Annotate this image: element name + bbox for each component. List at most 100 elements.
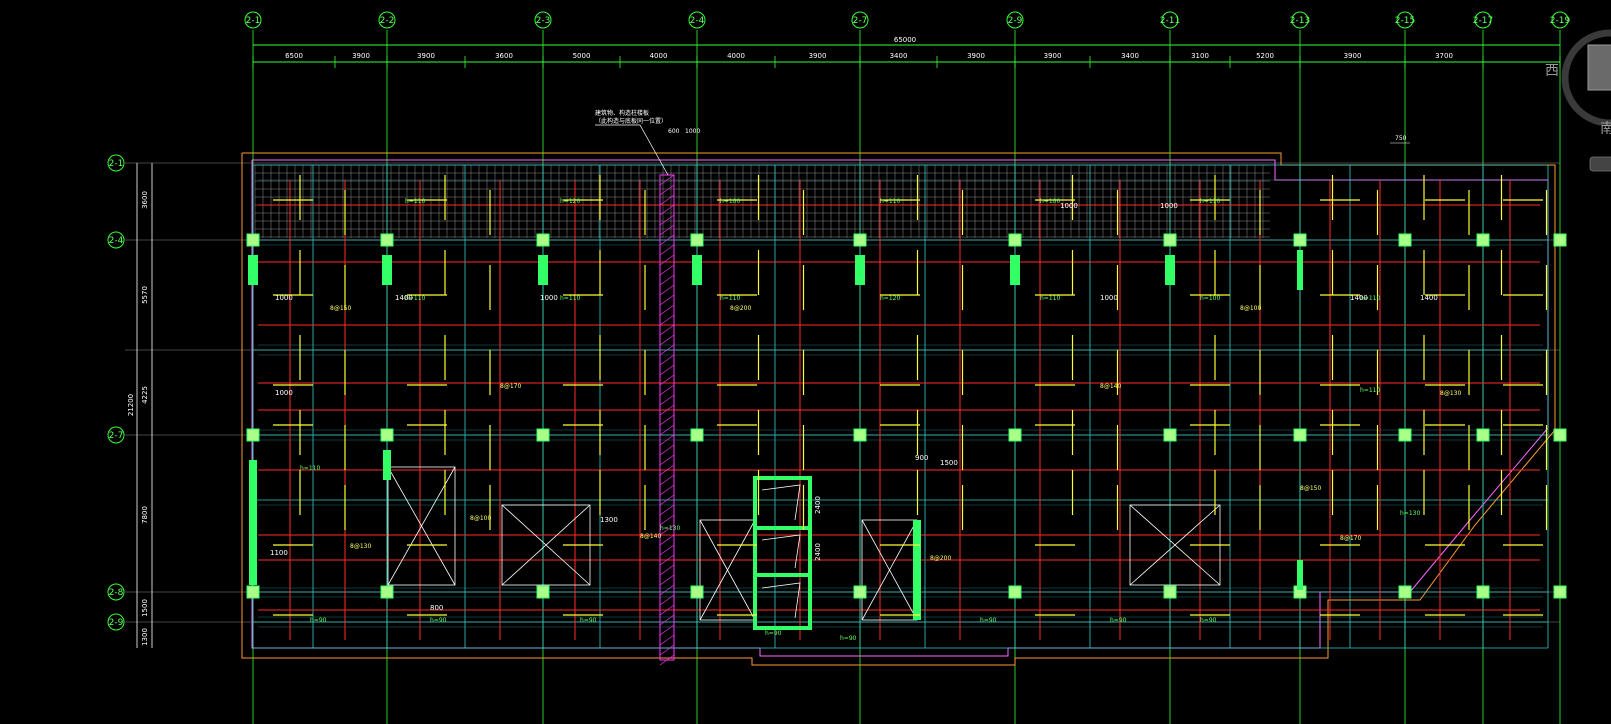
column	[1553, 233, 1567, 247]
compass-south-label: 南	[1600, 121, 1611, 137]
slab-dimension-label: 1000	[1100, 294, 1118, 302]
grid-bubble-top	[244, 11, 262, 29]
strip-hatch-line	[659, 384, 675, 396]
column	[1553, 428, 1567, 442]
slab-dimension-label: 1000	[540, 294, 558, 302]
strip-hatch-line	[659, 514, 675, 526]
strip-hatch-line	[659, 394, 675, 406]
note-line-1: 建筑物、构造柱楼板	[595, 109, 649, 117]
column	[1476, 428, 1490, 442]
column	[246, 428, 260, 442]
slab-thickness-label: h=110	[300, 465, 320, 472]
grid-axis-label-top: 2-1	[246, 16, 261, 26]
bay-dimension-label: 3700	[1435, 52, 1453, 60]
slab-thickness-label: h=110	[720, 295, 740, 302]
bay-dimension-label: 3900	[967, 52, 985, 60]
shear-wall	[1297, 250, 1303, 290]
rebar-spec-label: 8@170	[1340, 535, 1361, 542]
bay-dimension-label: 6500	[285, 52, 303, 60]
rebar-spec-label: 8@200	[930, 555, 951, 562]
strip-hatch-line	[659, 454, 675, 466]
column	[1553, 585, 1567, 599]
vdim-5: 1500	[141, 599, 149, 617]
total-dimension: 65000	[253, 36, 1560, 46]
slab-dimension-label: 1400	[1350, 294, 1368, 302]
viewcube-compass[interactable]: 西 南	[1545, 29, 1611, 172]
column	[1163, 428, 1177, 442]
slab-thickness-label: h=90	[430, 617, 447, 624]
viewcube-face[interactable]	[1587, 44, 1611, 91]
strip-hatch-line	[659, 564, 675, 576]
grid-bubble-left	[107, 583, 125, 601]
slab-thickness-label: h=110	[1200, 198, 1220, 205]
strip-hatch-line	[659, 294, 675, 306]
grid-bubble-left	[107, 426, 125, 444]
strip-hatch-line	[659, 654, 675, 666]
strip-hatch-line	[659, 184, 675, 196]
total-width-label: 65000	[894, 36, 916, 44]
column	[1293, 233, 1307, 247]
shear-wall	[538, 255, 548, 285]
strip-hatch-line	[659, 614, 675, 626]
vdim-1: 3600	[141, 191, 149, 209]
bay-dimension-label: 3900	[352, 52, 370, 60]
grid-axis-label-top: 2-11	[1160, 16, 1180, 26]
shear-wall	[383, 450, 391, 480]
bay-dimension-label: 3900	[809, 52, 827, 60]
shear-wall	[1297, 560, 1303, 590]
bay-dimension-label: 3900	[1044, 52, 1062, 60]
shaft-openings	[387, 466, 1221, 621]
strip-hatch-line	[659, 404, 675, 416]
column	[1398, 428, 1412, 442]
bay-dimension-label: 3100	[1191, 52, 1209, 60]
strip-hatch-line	[659, 314, 675, 326]
strip-hatch-line	[659, 624, 675, 636]
shear-wall	[692, 255, 702, 285]
slab-dimension-label: 900	[915, 454, 928, 462]
detail-dim-600: 600	[668, 128, 680, 135]
construction-note: 建筑物、构造柱楼板 （此构造与底板同一位置） 600 1000 750	[595, 109, 1410, 176]
slab-thickness-label: h=120	[880, 295, 900, 302]
bay-dimension-label: 4000	[727, 52, 745, 60]
bay-dimension-label: 5200	[1256, 52, 1274, 60]
grid-axis-label-top: 2-2	[380, 16, 395, 26]
column	[853, 233, 867, 247]
grid-bubble-left	[107, 613, 125, 631]
strip-hatch-line	[659, 464, 675, 476]
slab-thickness-label: h=90	[840, 635, 857, 642]
strip-hatch-line	[659, 424, 675, 436]
bay-dimension-label: 3400	[1121, 52, 1139, 60]
grid-bubble-left	[107, 154, 125, 172]
column	[690, 428, 704, 442]
column	[853, 428, 867, 442]
column	[690, 233, 704, 247]
bay-dimension-label: 3600	[495, 52, 513, 60]
shear-wall	[913, 520, 921, 620]
strip-hatch-line	[659, 504, 675, 516]
grid-axis-label-top: 2-9	[1008, 16, 1023, 26]
strip-hatch-line	[659, 634, 675, 646]
stair-dim-2: 2400	[814, 543, 822, 561]
slab-dimension-label: 1400	[1420, 294, 1438, 302]
strip-hatch-line	[659, 174, 675, 186]
grid-bubble-top	[1396, 11, 1414, 29]
shaft-strip	[659, 174, 675, 666]
rebar-spec-label: 8@100	[470, 515, 491, 522]
wcs-badge[interactable]	[1589, 156, 1611, 172]
slab-thickness-label: h=110	[1360, 295, 1380, 302]
slab-thickness-label: h=110	[1360, 387, 1380, 394]
vdim-6: 1300	[141, 628, 149, 646]
bay-dimension-label: 4000	[650, 52, 668, 60]
slab-thickness-label: h=90	[1200, 617, 1217, 624]
column	[1476, 585, 1490, 599]
strip-hatch-line	[659, 274, 675, 286]
grid-axis-label-top: 2-7	[853, 16, 868, 26]
strip-hatch-line	[659, 524, 675, 536]
shear-wall	[382, 255, 392, 285]
slab-thickness-label: h=110	[560, 295, 580, 302]
slab-thickness-label: h=130	[660, 525, 680, 532]
column	[246, 585, 260, 599]
column	[536, 585, 550, 599]
